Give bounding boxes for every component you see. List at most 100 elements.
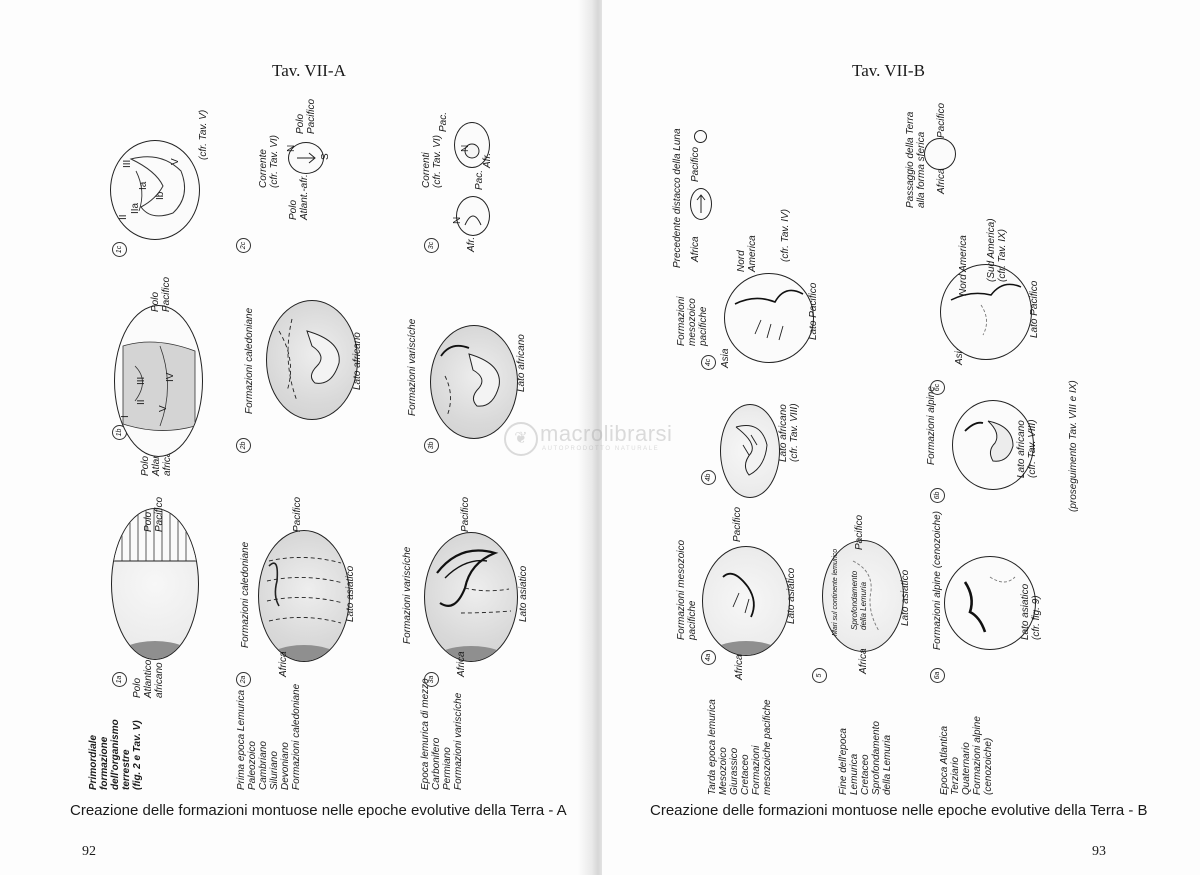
moon-pacifico: Pacifico [690, 146, 701, 182]
fig-3c-ellipse-a [456, 196, 490, 236]
watermark-tagline: AUTOPRODOTTO NATURALE [542, 446, 660, 452]
fig-1b-region-iv: IV [165, 372, 176, 382]
fig-2b-number: 2b [236, 438, 251, 453]
row4-description: Tarda epoca lemurica Mesozoico Giurassic… [707, 699, 773, 795]
fig-3b-ellipse [430, 325, 518, 439]
fig-6c-number: 6c [930, 380, 945, 395]
fig-3c-ellipse-b [454, 122, 490, 168]
fig-2a-pacifico: Pacifico [292, 496, 303, 532]
fig-2a-number: 2a [236, 672, 251, 687]
fig-3b-number: 3b [424, 438, 439, 453]
sphere-title: Passaggio della Terra alla forma sferica [905, 111, 927, 208]
fig-5-side: Lato asiatico [900, 569, 911, 626]
fig-4a-formation: Formazioni mesozoico pacifiche [676, 539, 698, 640]
fig-3b-formation: Formazioni variscíche [407, 318, 418, 416]
fig-1b-region-iii: III [136, 376, 147, 385]
fig-6a-side: Lato asiatico (cfr. fig. 9) [1020, 583, 1042, 640]
fig-3a-formation: Formazioni variscíche [402, 546, 413, 644]
fig-1b-ellipse [114, 305, 203, 457]
fig-1b-top-label: Polo Pacifico [150, 276, 172, 312]
fig-5-number: 5 [812, 668, 827, 683]
fig-3c-afr2: Afr. [482, 152, 493, 168]
fig-2c-left-pole: Polo Atlant.-afr. [288, 174, 310, 220]
fig-5-inside-1: Mari sul continente lemurico [832, 548, 839, 636]
sphere-circle [924, 138, 956, 170]
fig-3c-afr: Afr. [466, 236, 477, 252]
row3-description: Epoca lemurica di mezzo Carbonifero Perm… [420, 678, 464, 790]
fig-2c-right-pole: Polo Pacifico [295, 98, 317, 134]
fig-2b-ellipse [266, 300, 358, 420]
fig-2a-formation: Formazioni caledoniane [240, 541, 251, 648]
right-plate-title: Tav. VII-B [852, 61, 925, 80]
fig-4b-number: 4b [701, 470, 716, 485]
right-page-caption: Creazione delle formazioni montuose nell… [650, 802, 1148, 819]
fig-2c-n: N [286, 144, 297, 152]
moon-title: Precedente distacco della Luna [672, 128, 683, 268]
fig-1c-region-ib: Ib [155, 191, 166, 200]
fig-5-pacifico: Pacifico [854, 514, 865, 550]
fig-2c-s: S [320, 153, 331, 160]
fig-3c-pac: Pac. [474, 169, 485, 190]
fig-1a-number: 1a [112, 672, 127, 687]
row6-description: Epoca Atlantica Terziario Quaternario Fo… [939, 716, 994, 795]
fig-1a-top-label: Polo Pacifico [143, 496, 165, 532]
fig-6b-circle [952, 400, 1034, 490]
fig-6a-formation: Formazioni alpine (cenozoiche) [932, 511, 943, 650]
fig-2a-ellipse [258, 530, 350, 662]
fig-5-inside-2: Sprofondamento della Lemuria [850, 570, 868, 630]
row2-description: Prima epoca Lemurica Paleozoico Cambrian… [236, 683, 302, 790]
fig-3b-side: Lato africano [516, 334, 527, 392]
leaf-icon: ❦ [504, 422, 538, 456]
fig-1a-ellipse [111, 508, 199, 660]
fig-6c-circle [940, 264, 1032, 360]
fig-4b-side: Lato africano (cfr. Tav. VIII) [778, 403, 800, 462]
fig-3a-number: 3a [424, 672, 439, 687]
fig-3a-africa: Africa [456, 651, 467, 677]
left-page-number: 92 [82, 844, 96, 859]
fig-1c-ref: (cfr. Tav. V) [198, 109, 209, 160]
fig-5-ellipse [822, 540, 904, 652]
fig-6a-circle [944, 556, 1036, 650]
fig-6b-number: 6b [930, 488, 945, 503]
fig-6b-formation: Formazioni alpine [926, 386, 937, 465]
fig-2b-formation: Formazioni caledoniane [244, 307, 255, 414]
watermark: ❦ macrolibrarsi AUTOPRODOTTO NATURALE [498, 419, 712, 457]
fig-3c-n: N [452, 216, 463, 224]
fig-1b-region-i: I [120, 415, 131, 418]
fig-1c-region-ii: II [118, 214, 129, 220]
fig-6a-number: 6a [930, 668, 945, 683]
fig-2a-africa: Africa [278, 651, 289, 677]
watermark-brand: macrolibrarsi [540, 421, 673, 446]
fig-3a-side: Lato asiatico [518, 565, 529, 622]
fig-6c-side: Lato Pacifico [1029, 280, 1040, 338]
fig-6c-sud-america: (Sud America) (cfr. Tav. IX) [986, 218, 1008, 282]
fig-4a-ellipse [702, 546, 790, 656]
fig-3a-pacifico: Pacifico [460, 496, 471, 532]
moon-circle [694, 130, 707, 143]
fig-4c-circle [724, 273, 814, 363]
fig-1b-region-ii: II [136, 399, 147, 405]
fig-1c-number: 1c [112, 242, 127, 257]
fig-3a-ellipse [424, 532, 518, 662]
fig-2c-number: 2c [236, 238, 251, 253]
left-page-caption: Creazione delle formazioni montuose nell… [70, 802, 567, 819]
fig-6b-continuation: (proseguimento Tav. VIII e IX) [1068, 380, 1079, 512]
fig-6c-nord-america: Nord America [958, 235, 969, 296]
fig-3c-n2: N [460, 144, 471, 152]
fig-1c-region-v: V [170, 158, 181, 165]
fig-3c-currents: Correnti (cfr. Tav. VI) [421, 135, 443, 188]
fig-1c-region-ia: Ia [138, 181, 149, 190]
sphere-africa: Africa [936, 168, 947, 194]
moon-africa: Africa [690, 236, 701, 262]
right-page-number: 93 [1092, 844, 1106, 859]
fig-4a-side: Lato asiatico [786, 567, 797, 624]
fig-2b-side: Lato africano [352, 332, 363, 390]
fig-4c-formation: Formazioni mesozoico pacifiche [676, 296, 709, 346]
left-plate-title: Tav. VII-A [272, 61, 346, 80]
fig-2a-side: Lato asiatico [345, 565, 356, 622]
row1-description: Primordiale formazione dell'organismo te… [88, 719, 143, 790]
fig-3c-pac2: Pac. [438, 111, 449, 132]
fig-1c-region-iii: III [122, 159, 133, 168]
right-page: Tav. VII-B Tarda epoca lemurica Mesozoic… [602, 0, 1200, 875]
